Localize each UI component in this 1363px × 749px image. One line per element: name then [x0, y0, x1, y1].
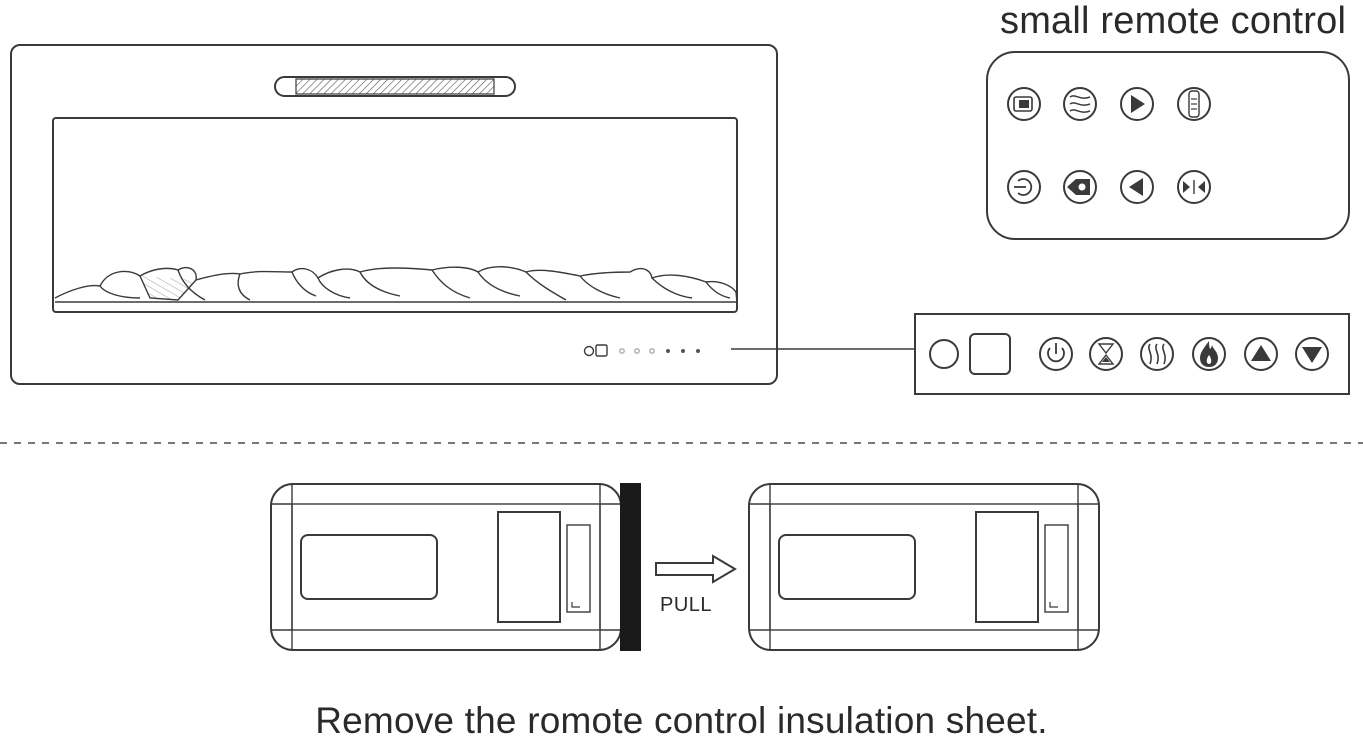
- receiver-light: [929, 339, 959, 369]
- timer-icon[interactable]: [1089, 337, 1123, 371]
- display-window: [969, 333, 1011, 375]
- remote-back-without-sheet: [748, 483, 1100, 651]
- fireplace-frame: [10, 44, 778, 385]
- play-right-icon[interactable]: [1120, 87, 1154, 121]
- timer-icon[interactable]: [1177, 87, 1211, 121]
- control-panel: [914, 313, 1350, 395]
- remote-body: [986, 51, 1350, 240]
- pull-label: PULL: [660, 594, 713, 616]
- battery-compartment: [497, 511, 561, 623]
- flame-speed-icon[interactable]: [1063, 170, 1097, 204]
- heater-vent: [274, 76, 516, 97]
- play-left-icon[interactable]: [1120, 170, 1154, 204]
- remote-title: small remote control: [1000, 0, 1347, 42]
- fireplace-unit: [10, 44, 915, 385]
- control-panel-frame: [914, 313, 1350, 395]
- up-arrow-icon[interactable]: [1244, 337, 1278, 371]
- down-arrow-icon[interactable]: [1295, 337, 1329, 371]
- fireplace-window: [52, 117, 738, 313]
- heat-waves-icon[interactable]: [1063, 87, 1097, 121]
- power-icon[interactable]: [1007, 170, 1041, 204]
- small-remote-control: [986, 51, 1350, 240]
- vent-grill: [295, 78, 495, 95]
- instruction-caption: Remove the romote control insulation she…: [315, 700, 1048, 741]
- heat-icon[interactable]: [1140, 337, 1174, 371]
- insulation-sheet[interactable]: [620, 483, 641, 651]
- display-icon[interactable]: [1007, 87, 1041, 121]
- battery-label-area: [300, 534, 438, 600]
- power-icon[interactable]: [1039, 337, 1073, 371]
- flame-color-icon[interactable]: [1177, 170, 1211, 204]
- panel-indicator: [583, 344, 700, 357]
- log-bed: [54, 266, 738, 303]
- pull-arrow-icon: [655, 554, 737, 584]
- flame-icon[interactable]: [1192, 337, 1226, 371]
- remote-back-with-sheet: [270, 483, 641, 651]
